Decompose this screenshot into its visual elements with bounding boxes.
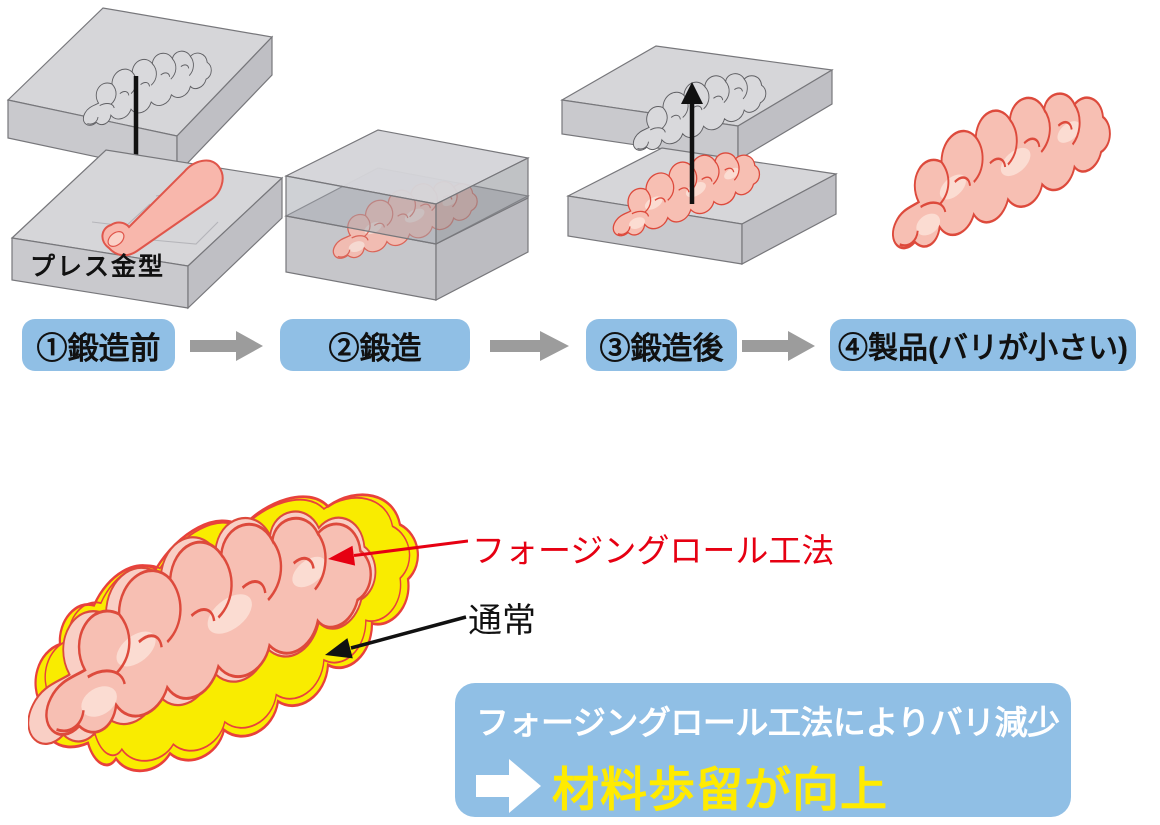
callout-line1: フォージングロール工法によりバリ減少 <box>476 704 1060 741</box>
billet <box>101 159 224 257</box>
up-arrow-icon <box>681 82 703 204</box>
flow-arrow-icon <box>490 331 569 361</box>
callout-line2: 材料歩留が向上 <box>552 763 888 816</box>
stage2-illustration <box>284 129 530 301</box>
forging-roll-label: フォージングロール工法 <box>472 532 835 569</box>
flash-comparison-illustration <box>28 493 468 773</box>
forging-roll-pointer-arrow <box>328 539 468 566</box>
stage-label-2: ②鍛造 <box>280 319 470 371</box>
stage4-illustration <box>891 92 1112 250</box>
flow-arrow-icon <box>190 331 263 361</box>
stage-label-3: ③鍛造後 <box>586 319 737 371</box>
finished-product <box>891 92 1112 250</box>
press-die-label: プレス金型 <box>30 253 166 281</box>
stage-label-1: ①鍛造前 <box>22 319 175 371</box>
stage2-upper-die <box>284 129 530 245</box>
stage1-illustration <box>6 7 284 310</box>
normal-label: 通常 <box>468 602 536 640</box>
stage3-illustration <box>560 45 838 265</box>
right-arrow-icon <box>476 758 541 813</box>
flow-arrow-icon <box>742 331 815 361</box>
callout-box: フォージングロール工法によりバリ減少 材料歩留が向上 <box>455 683 1071 817</box>
normal-pointer-arrow <box>325 615 467 659</box>
stage-label-4: ④製品(バリが小さい) <box>830 319 1136 371</box>
